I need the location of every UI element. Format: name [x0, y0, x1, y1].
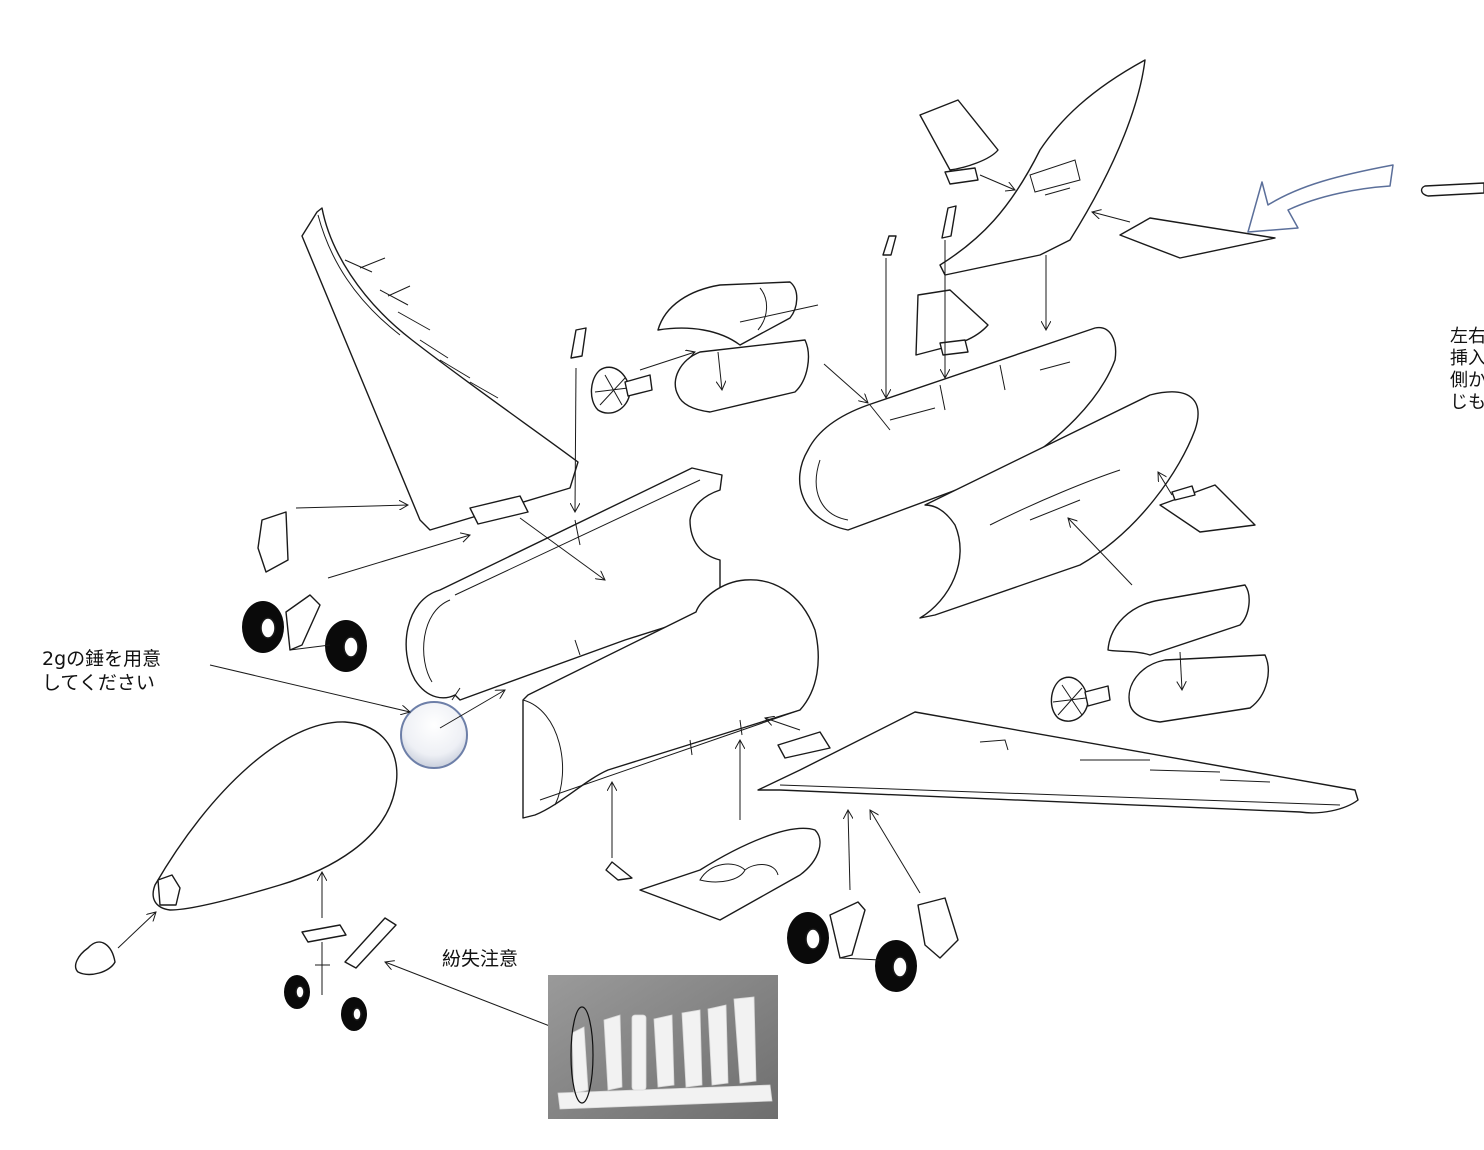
small-tail-piece: [1159, 484, 1256, 533]
assembly-arrows: [117, 174, 1182, 1031]
side-note-line: じも: [1450, 392, 1484, 413]
right-upper-fuselage-panel: [799, 326, 1117, 531]
weight-note-line1: 2gの錘を用意: [42, 648, 162, 670]
right-lower-fuselage-panel: [919, 391, 1199, 619]
nose-tip-part: [74, 941, 116, 976]
weight-position-circle-icon: [400, 701, 468, 769]
right-main-landing-gear: [787, 901, 917, 992]
side-note: 左右 挿入 側か じも: [1450, 326, 1484, 414]
left-fuselage-half: [405, 467, 723, 701]
right-engine-nacelle: [1050, 584, 1269, 723]
nose-landing-gear: [284, 917, 397, 1031]
left-main-landing-gear: [242, 594, 367, 672]
right-horizontal-stabilizer: [1119, 217, 1276, 259]
side-note-line: 側か: [1450, 370, 1484, 391]
side-note-line: 挿入: [1450, 348, 1484, 369]
left-engine-nacelle: [590, 281, 819, 414]
left-main-wing: [301, 207, 579, 531]
left-wing-root-stub: [257, 511, 289, 573]
vertical-tail: [939, 59, 1146, 276]
right-fuselage-half: [522, 579, 819, 819]
lost-parts-note: 紛失注意: [442, 948, 519, 970]
side-note-line: 左右: [1450, 326, 1484, 347]
parts-sprue-photo: [548, 975, 778, 1119]
curved-direction-arrow-icon: [1247, 164, 1394, 233]
wing-center-panel: [639, 827, 821, 921]
weight-note: 2gの錘を用意 してください: [42, 647, 161, 695]
right-main-wing: [757, 711, 1359, 814]
tail-fairing-part: [915, 289, 989, 356]
nose-cone: [152, 721, 398, 911]
weight-note-line2: してください: [42, 672, 155, 694]
tail-tip-part: [919, 99, 999, 185]
small-antenna-parts: [570, 182, 1484, 959]
